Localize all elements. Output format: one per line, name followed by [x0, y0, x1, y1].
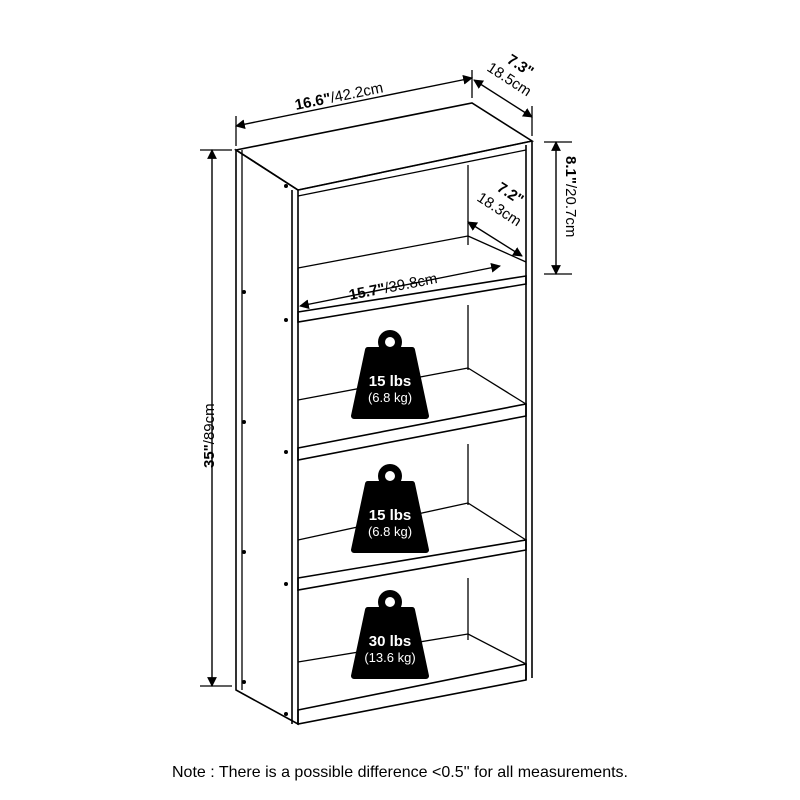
weight-lbs-label: 15 lbs	[369, 373, 412, 390]
top-panel	[233, 102, 535, 191]
shelf-height-dimension: 8.1"/20.7cm	[544, 141, 579, 275]
width-in-label: 16.6"	[293, 90, 332, 114]
height-dimension: 35"/89cm	[200, 149, 232, 687]
weight-badge-1: 15 lbs (6.8 kg)	[351, 330, 429, 419]
width-dimension: 16.6"/42.2cm	[235, 70, 473, 146]
height-in-label: 35"	[201, 444, 218, 468]
svg-text:35"/89cm: 35"/89cm	[201, 403, 218, 468]
weight-badge-2: 15 lbs (6.8 kg)	[351, 464, 429, 553]
height-cm-label: /89cm	[201, 403, 218, 444]
inner-width-cm-label: /39.8cm	[383, 270, 439, 297]
shelf-height-cm-label: /20.7cm	[562, 184, 579, 237]
weight-lbs-label: 30 lbs	[369, 633, 412, 650]
shelf-height-in-label: 8.1"	[562, 156, 579, 184]
svg-text:8.1"/20.7cm: 8.1"/20.7cm	[562, 156, 579, 237]
weight-lbs-label: 15 lbs	[369, 507, 412, 524]
weight-kg-label: (6.8 kg)	[368, 390, 412, 405]
inner-width-dimension: 15.7"/39.8cm	[299, 262, 501, 310]
measurement-note: Note : There is a possible difference <0…	[172, 764, 628, 781]
side-panel	[235, 148, 299, 726]
weight-icon	[351, 464, 429, 553]
weight-icon	[351, 590, 429, 679]
weight-kg-label: (6.8 kg)	[368, 524, 412, 539]
weight-kg-label: (13.6 kg)	[364, 650, 415, 665]
svg-text:15.7"/39.8cm: 15.7"/39.8cm	[348, 270, 439, 304]
pin-holes	[242, 184, 288, 716]
inner-depth-dimension: 7.2" 18.3cm	[467, 179, 527, 257]
inner-width-in-label: 15.7"	[348, 280, 387, 304]
weight-icon	[351, 330, 429, 419]
weight-badge-3: 30 lbs (13.6 kg)	[351, 590, 429, 679]
bottom-panel	[297, 663, 527, 725]
width-cm-label: /42.2cm	[329, 79, 385, 106]
svg-text:16.6"/42.2cm: 16.6"/42.2cm	[293, 79, 384, 114]
